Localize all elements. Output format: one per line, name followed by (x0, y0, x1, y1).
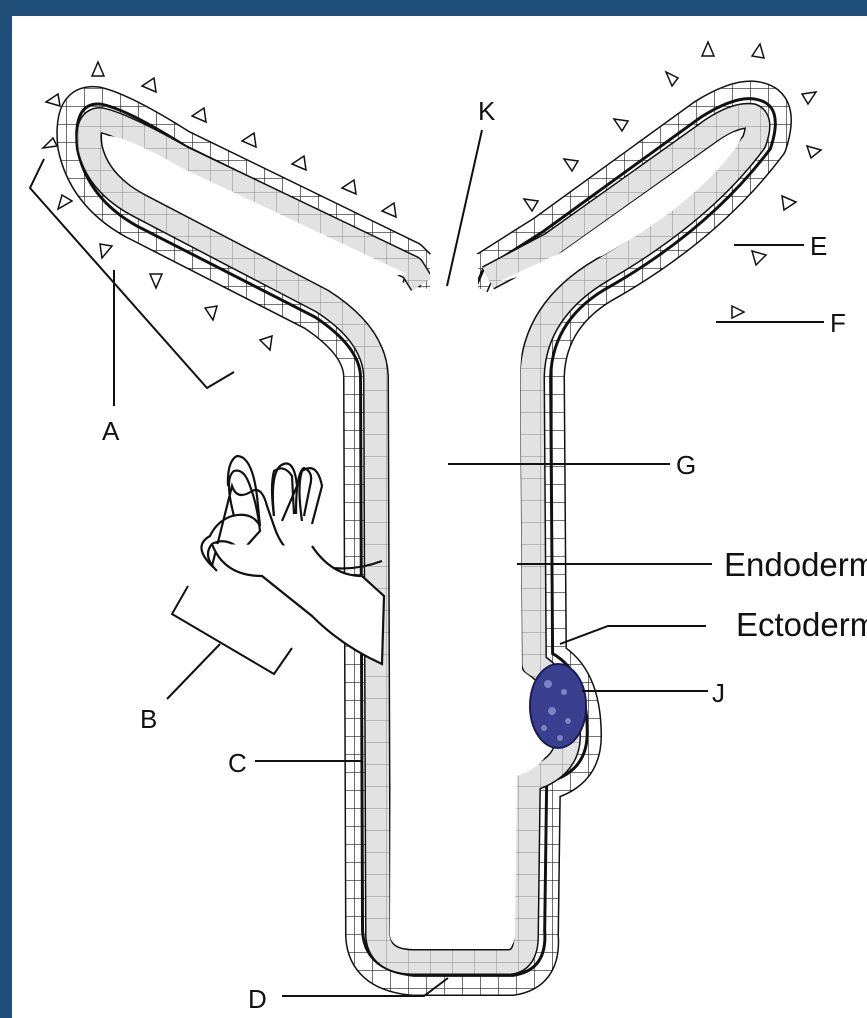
label-d: D (248, 984, 267, 1014)
label-b: B (140, 704, 157, 734)
label-j: J (712, 678, 725, 708)
mouth-opening (430, 254, 478, 294)
label-f: F (830, 308, 846, 338)
hydra-cross-section-diagram: K E F A G Endoderm Ectoderm B J C D (12, 16, 867, 1018)
label-k: K (478, 96, 496, 126)
label-c: C (228, 748, 247, 778)
diagram-panel: K E F A G Endoderm Ectoderm B J C D (12, 16, 867, 1018)
leader-b (167, 644, 220, 699)
label-g: G (676, 450, 696, 480)
label-a: A (102, 416, 120, 446)
gonad-j (530, 664, 586, 748)
label-ectoderm: Ectoderm (736, 606, 867, 643)
leader-ectoderm (560, 626, 706, 644)
label-e: E (810, 231, 827, 261)
bracket-b (172, 586, 292, 674)
label-endoderm: Endoderm (724, 546, 867, 583)
